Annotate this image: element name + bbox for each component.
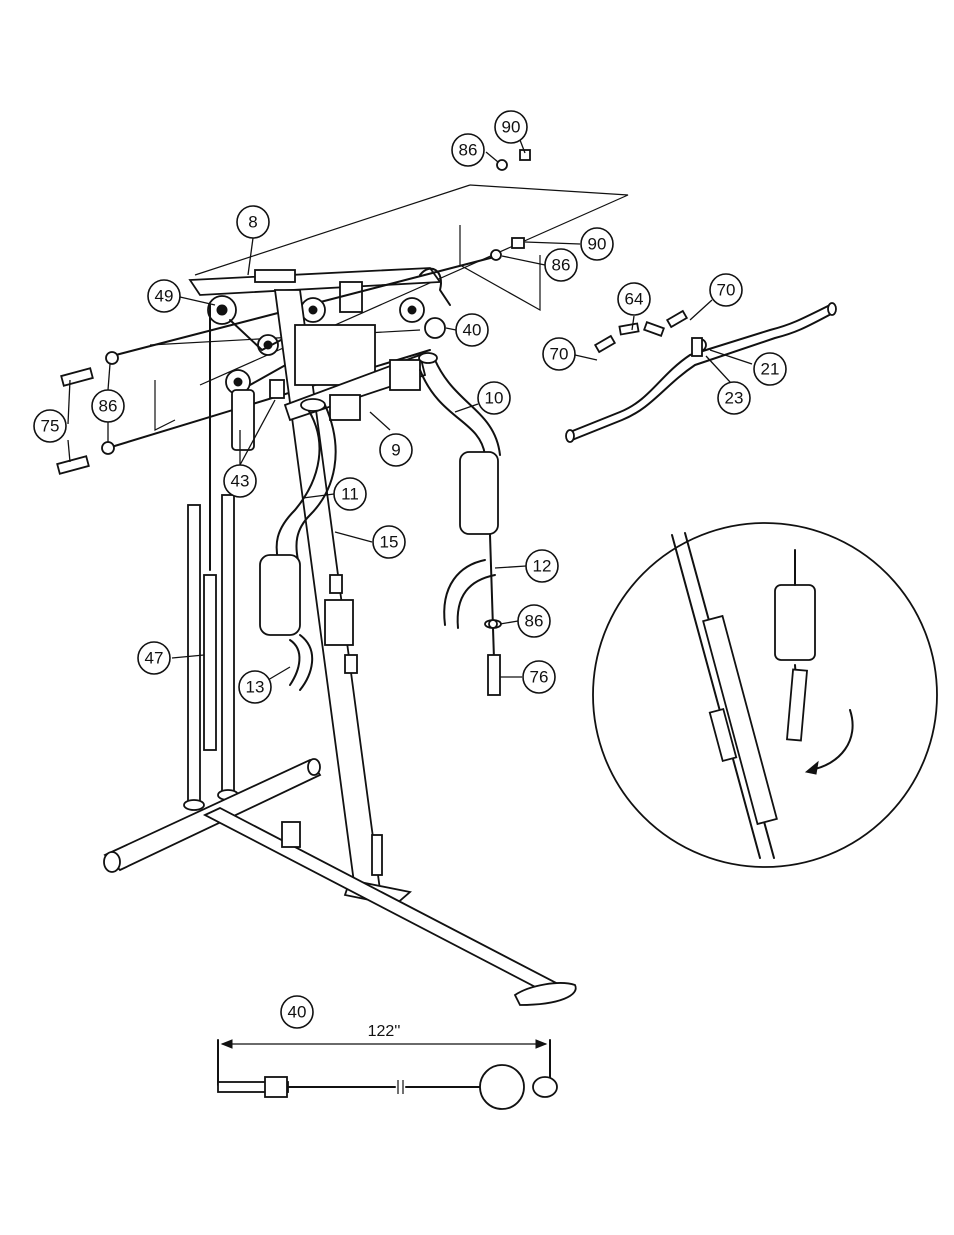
callout-86-right: 86 [545,249,577,281]
svg-text:13: 13 [246,678,265,697]
svg-text:76: 76 [530,668,549,687]
svg-text:15: 15 [380,533,399,552]
svg-text:40: 40 [288,1003,307,1022]
callout-9: 9 [380,434,412,466]
svg-text:8: 8 [248,213,257,232]
callout-10: 10 [478,382,510,414]
callout-12: 12 [526,550,558,582]
svg-text:90: 90 [588,235,607,254]
svg-text:90: 90 [502,118,521,137]
base-frame [104,759,576,1005]
callout-47: 47 [138,642,170,674]
callout-86-top: 86 [452,134,484,166]
callout-49: 49 [148,280,180,312]
callout-11: 11 [334,478,366,510]
svg-text:86: 86 [525,612,544,631]
callout-76: 76 [523,661,555,693]
callout-75: 75 [34,410,66,442]
svg-text:9: 9 [391,441,400,460]
chain [595,311,687,352]
svg-text:47: 47 [145,649,164,668]
callout-43: 43 [224,465,256,497]
svg-text:64: 64 [625,290,644,309]
callout-64: 64 [618,283,650,315]
callout-8: 8 [237,206,269,238]
svg-text:49: 49 [155,287,174,306]
svg-text:11: 11 [341,485,359,504]
callout-70-right: 70 [710,274,742,306]
svg-text:86: 86 [99,397,118,416]
svg-text:40: 40 [463,321,482,340]
svg-text:43: 43 [231,472,250,491]
callout-90-top: 90 [495,111,527,143]
cable-detail: 122'' [218,1023,557,1109]
curl-bar [566,303,836,442]
svg-text:75: 75 [41,417,60,436]
callout-86-lower: 86 [518,605,550,637]
callout-13: 13 [239,671,271,703]
callout-40-bottom: 40 [281,996,313,1028]
svg-text:12: 12 [533,557,552,576]
svg-text:86: 86 [459,141,478,160]
detail-inset [593,523,937,867]
svg-text:86: 86 [552,256,571,275]
callout-23: 23 [718,382,750,414]
svg-text:70: 70 [550,345,569,364]
svg-text:70: 70 [717,281,736,300]
callout-40-top: 40 [456,314,488,346]
svg-text:21: 21 [761,360,780,379]
cable-length-dimension: 122'' [368,1023,401,1040]
callout-15: 15 [373,526,405,558]
svg-text:10: 10 [485,389,504,408]
top-crossbar [108,185,628,448]
callout-21: 21 [754,353,786,385]
callout-86-left: 86 [92,390,124,422]
callout-70-left: 70 [543,338,575,370]
svg-text:23: 23 [725,389,744,408]
callout-90-right: 90 [581,228,613,260]
